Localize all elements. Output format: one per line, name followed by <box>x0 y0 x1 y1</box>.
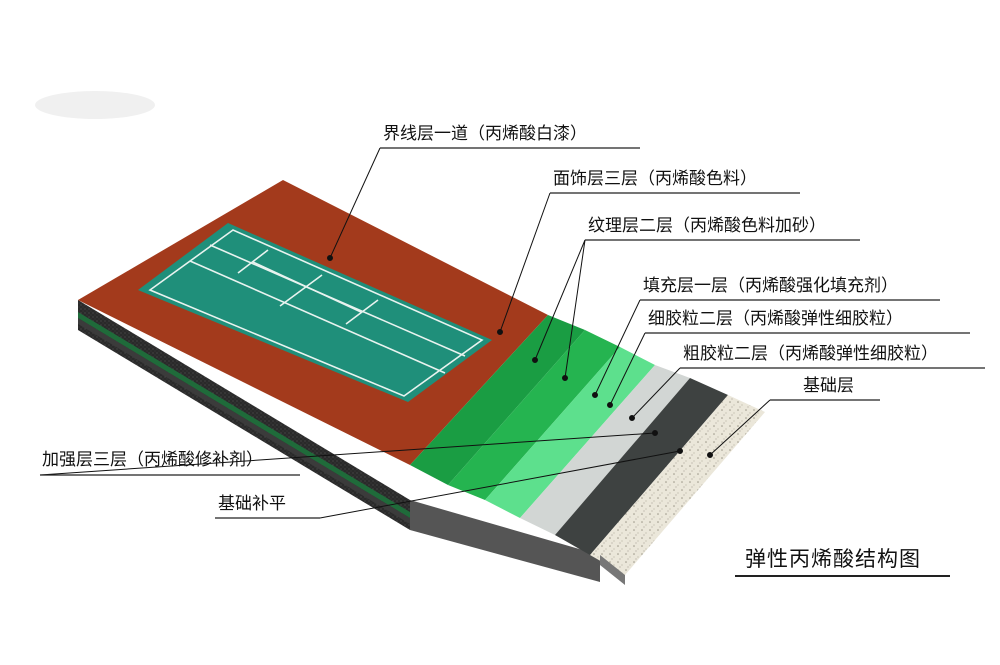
label-base-layer: 基础层 <box>803 376 854 396</box>
slab-green-stripe <box>78 312 410 518</box>
surface-layer-strip <box>410 315 585 485</box>
base-edge <box>600 555 625 585</box>
texture-layer-strip <box>448 330 620 500</box>
fine-granule-strip <box>520 365 690 535</box>
label-line-layer: 界线层一道（丙烯酸白漆） <box>383 124 587 144</box>
base-layer-strip <box>590 395 765 575</box>
label-underlines <box>40 147 985 519</box>
coarse-granule-strip <box>555 378 728 555</box>
label-coarse-granule-layer: 粗胶粒二层（丙烯酸弹性细胶粒） <box>683 344 938 364</box>
court-inner <box>138 223 492 402</box>
label-base-leveling: 基础补平 <box>218 494 286 514</box>
label-reinforcement-layer: 加强层三层（丙烯酸修补剂） <box>42 450 263 470</box>
shadow-blob <box>35 91 155 119</box>
label-filler-layer: 填充层一层（丙烯酸强化填充剂） <box>643 276 898 296</box>
slab-front-side-right <box>410 500 600 582</box>
slab-dark-stripe <box>78 318 410 524</box>
diagram-caption: 弹性丙烯酸结构图 <box>745 547 921 571</box>
label-surface-layer: 面饰层三层（丙烯酸色料） <box>553 169 757 189</box>
leader-lines <box>39 147 771 519</box>
label-fine-granule-layer: 细胶粒二层（丙烯酸弹性细胶粒） <box>648 309 903 329</box>
label-texture-layer: 纹理层二层（丙烯酸色料加砂） <box>588 216 826 236</box>
court-lines <box>148 229 484 397</box>
caption-underline <box>735 575 950 577</box>
filler-layer-strip <box>485 347 655 518</box>
